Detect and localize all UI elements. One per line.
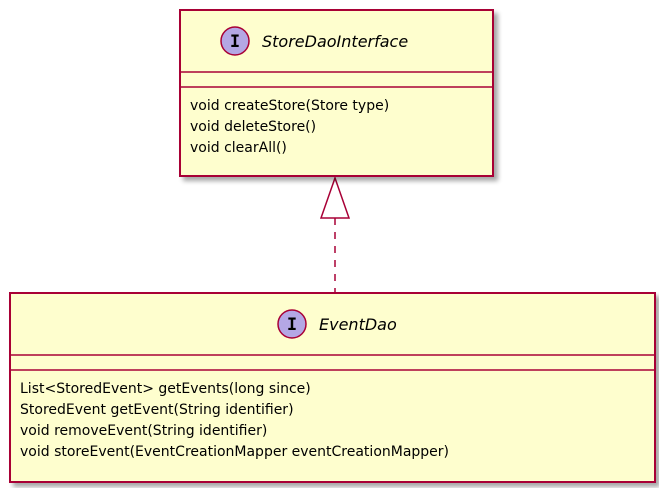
method-get-event: StoredEvent getEvent(String identifier)	[20, 402, 294, 418]
class-name: EventDao	[319, 315, 397, 334]
class-box	[9, 292, 656, 483]
method-get-events: List<StoredEvent> getEvents(long since)	[20, 381, 311, 397]
class-name: StoreDaoInterface	[262, 32, 408, 51]
interface-badge-icon	[277, 309, 307, 339]
method-delete-store: void deleteStore()	[190, 119, 316, 135]
interface-badge-letter: I	[287, 315, 297, 335]
class-store-dao-interface[interactable]: I StoreDaoInterface void createStore(Sto…	[179, 9, 494, 177]
method-remove-event: void removeEvent(String identifier)	[20, 423, 267, 439]
realization-arrowhead	[319, 175, 351, 219]
interface-badge-icon	[220, 26, 250, 56]
interface-badge-letter: I	[230, 32, 240, 52]
method-create-store: void createStore(Store type)	[190, 98, 389, 114]
method-store-event: void storeEvent(EventCreationMapper even…	[20, 444, 449, 460]
method-clear-all: void clearAll()	[190, 140, 287, 156]
class-event-dao[interactable]: I EventDao List<StoredEvent> getEvents(l…	[9, 292, 656, 483]
realization-relation	[319, 175, 351, 292]
